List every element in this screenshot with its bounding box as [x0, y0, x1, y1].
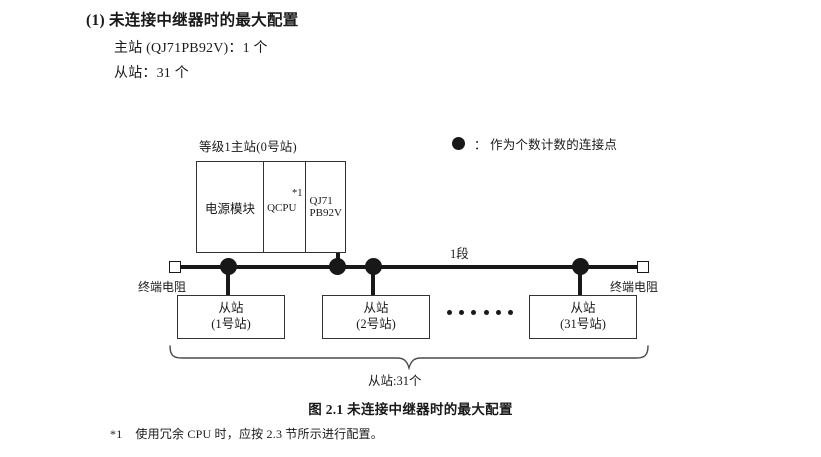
slave-station-box-2: 从站 (2号站) [322, 295, 430, 339]
footnote-text: 使用冗余 CPU 时，应按 2.3 节所示进行配置。 [135, 427, 383, 441]
module-power-supply-label: 电源模块 [205, 201, 256, 216]
module-qcpu: QCPU *1 [264, 162, 306, 252]
ellipsis-dots [447, 310, 513, 315]
section-title: 未连接中继器时的最大配置 [108, 12, 299, 29]
slave-station-title-1: 从站 [218, 301, 244, 316]
slave-station-number-1: (1号站) [211, 317, 251, 331]
module-power-supply: 电源模块 [197, 162, 265, 252]
legend-label: ： 作为个数计数的连接点 [474, 138, 618, 152]
module-qj71pb92v-label-line1: QJ71 [309, 194, 333, 207]
slave-group-brace [169, 345, 649, 370]
ellipsis-dot [471, 310, 477, 315]
drop-line-slave-31 [578, 266, 582, 296]
connection-point-dot-icon [452, 137, 465, 150]
module-qj71pb92v: QJ71 PB92V [306, 162, 346, 252]
ellipsis-dot [495, 310, 501, 315]
slave-group-brace-label: 从站:31个 [368, 374, 422, 388]
ellipsis-dot [483, 310, 489, 315]
master-station-caption: 等级1主站(0号站) [199, 140, 297, 154]
terminating-resistor-left-label: 终端电阻 [138, 280, 187, 294]
terminating-resistor-left-icon [169, 261, 181, 273]
figure-caption: 图 2.1 未连接中继器时的最大配置 [308, 402, 513, 417]
module-qj71pb92v-label-line2: PB92V [309, 207, 342, 219]
slave-station-box-1: 从站 (1号站) [177, 295, 285, 339]
terminating-resistor-right-label: 终端电阻 [610, 280, 659, 294]
slave-station-title-31: 从站 [570, 301, 596, 316]
drop-line-slave-1 [226, 266, 230, 296]
section-heading: (1)未连接中继器时的最大配置 [86, 8, 299, 30]
legend: ： 作为个数计数的连接点 [452, 134, 617, 153]
section-number: (1) [86, 12, 105, 29]
module-qcpu-label: QCPU [267, 202, 297, 214]
terminating-resistor-right-icon [637, 261, 649, 273]
spec-slave-count: 从站：31 个 [114, 66, 189, 81]
footnote-marker-qcpu: *1 [292, 188, 303, 199]
footnote-mark: *1 [110, 427, 123, 441]
profibus-bus-line [177, 265, 643, 269]
module-qcpu-inner: QCPU *1 [264, 162, 304, 252]
slave-station-number-2: (2号站) [356, 317, 396, 331]
footnote: *1 使用冗余 CPU 时，应按 2.3 节所示进行配置。 [110, 425, 383, 442]
master-station-rack: 电源模块 QCPU *1 QJ71 PB92V [196, 161, 346, 253]
ellipsis-dot [447, 310, 452, 315]
connection-node-dot-master [329, 258, 346, 275]
module-qj71pb92v-inner: QJ71 PB92V [310, 195, 342, 220]
slave-station-number-31: (31号站) [560, 317, 606, 331]
spec-master-count: 主站 (QJ71PB92V)：1 个 [114, 41, 268, 56]
ellipsis-dot [507, 310, 513, 315]
segment-label: 1段 [450, 247, 469, 261]
drop-line-slave-2 [371, 266, 375, 296]
slave-station-title-2: 从站 [363, 301, 389, 316]
slave-station-box-31: 从站 (31号站) [529, 295, 637, 339]
ellipsis-dot [459, 310, 465, 315]
